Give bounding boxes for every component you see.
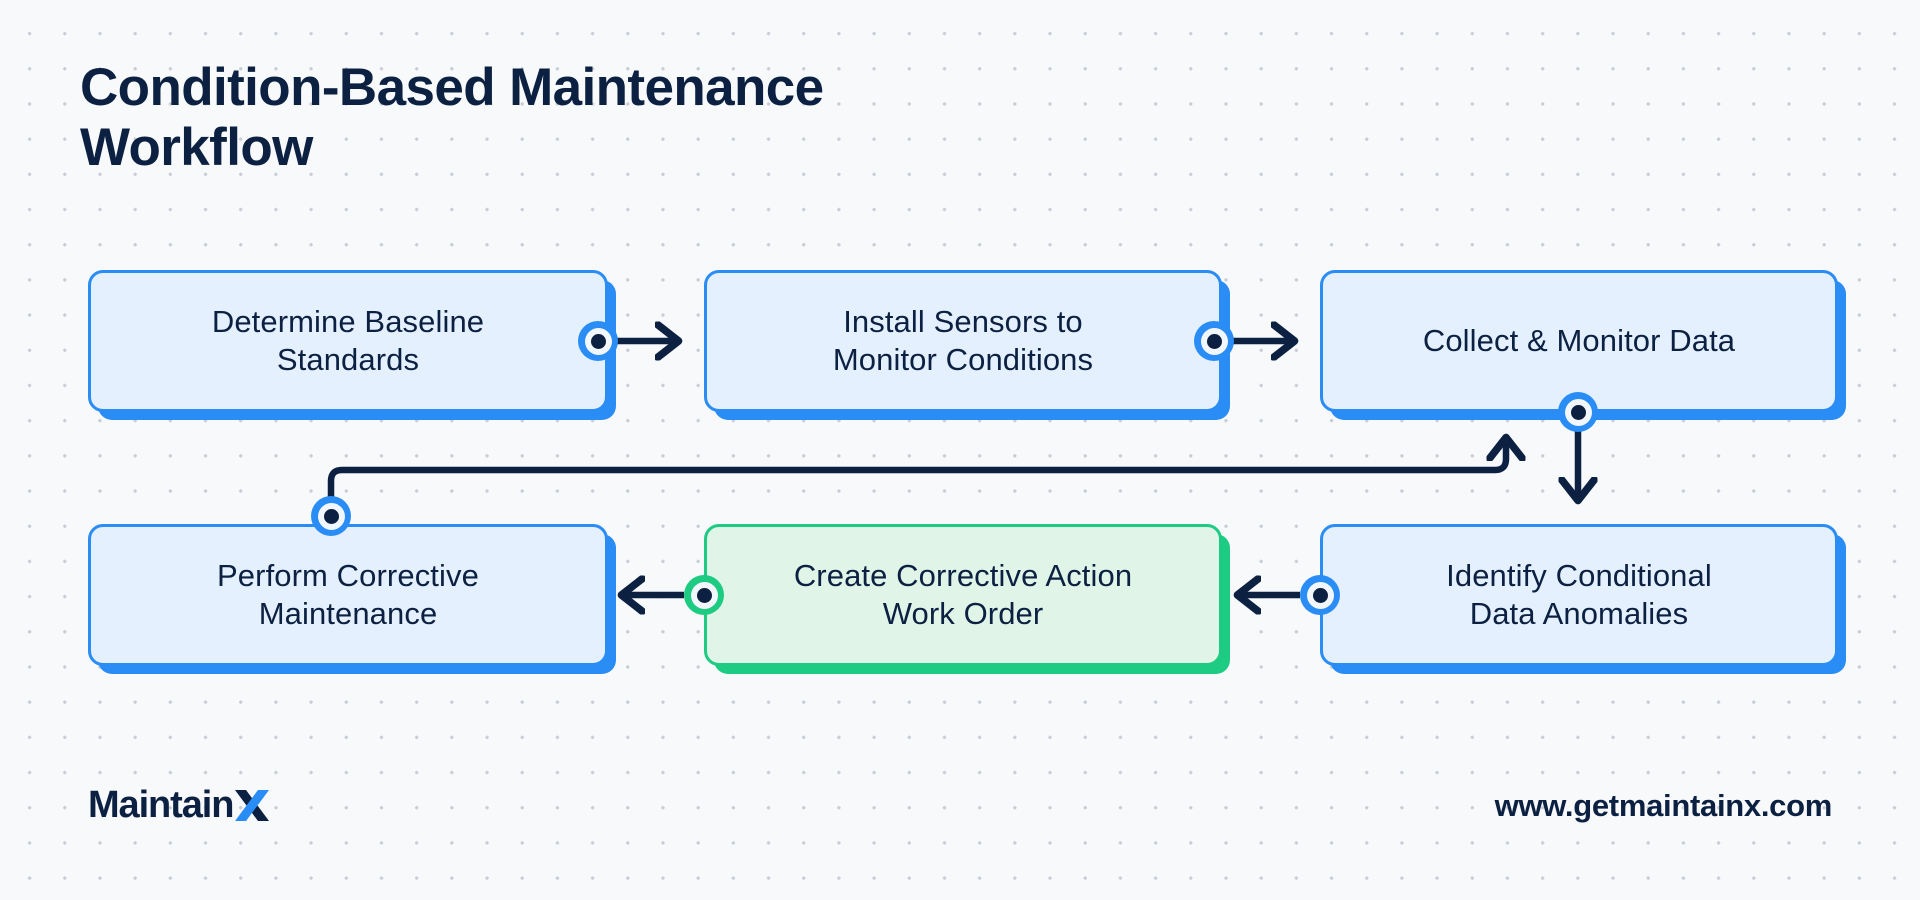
flow-node-label: Install Sensors to Monitor Conditions — [832, 304, 1094, 377]
connector-port-core — [696, 587, 712, 603]
connector-port-workorder-output[interactable] — [684, 575, 724, 615]
flow-node-install-sensors[interactable]: Install Sensors to Monitor Conditions — [704, 270, 1222, 412]
flow-node-label: Collect & Monitor Data — [1422, 323, 1736, 359]
flow-node-determine-baseline-standards[interactable]: Determine Baseline Standards — [88, 270, 608, 412]
maintainx-wordmark: Maintain — [88, 784, 234, 826]
maintainx-x-icon — [234, 789, 270, 822]
flow-node-perform-corrective-maintenance[interactable]: Perform Corrective Maintenance — [88, 524, 608, 666]
flow-node-label: Identify Conditional Data Anomalies — [1446, 558, 1712, 631]
connector-port-core — [590, 333, 606, 349]
connector-port-core — [1570, 404, 1586, 420]
flow-node-create-corrective-action-work-order[interactable]: Create Corrective Action Work Order — [704, 524, 1222, 666]
maintainx-logo: Maintain — [88, 782, 270, 828]
footer-website-url: www.getmaintainx.com — [1494, 788, 1833, 823]
flow-node-collect-monitor-data[interactable]: Collect & Monitor Data — [1320, 270, 1838, 412]
flow-node-label: Perform Corrective Maintenance — [217, 558, 479, 631]
connector-port-core — [1312, 587, 1328, 603]
connector-port-core — [1206, 333, 1222, 349]
connector-port-identify-output[interactable] — [1300, 575, 1340, 615]
connector-port-collect-output[interactable] — [1558, 392, 1598, 432]
connector-port-core — [323, 508, 339, 524]
connector-port-baseline-output[interactable] — [578, 321, 618, 361]
flow-node-label: Determine Baseline Standards — [211, 304, 485, 377]
page-title: Condition-Based Maintenance Workflow — [80, 58, 824, 178]
flow-node-identify-conditional-data-anomalies[interactable]: Identify Conditional Data Anomalies — [1320, 524, 1838, 666]
connector-port-perform-output[interactable] — [311, 496, 351, 536]
connector-port-sensors-output[interactable] — [1194, 321, 1234, 361]
flow-node-label: Create Corrective Action Work Order — [793, 558, 1133, 631]
arrow-perform-to-collect-feedback — [327, 440, 1506, 510]
